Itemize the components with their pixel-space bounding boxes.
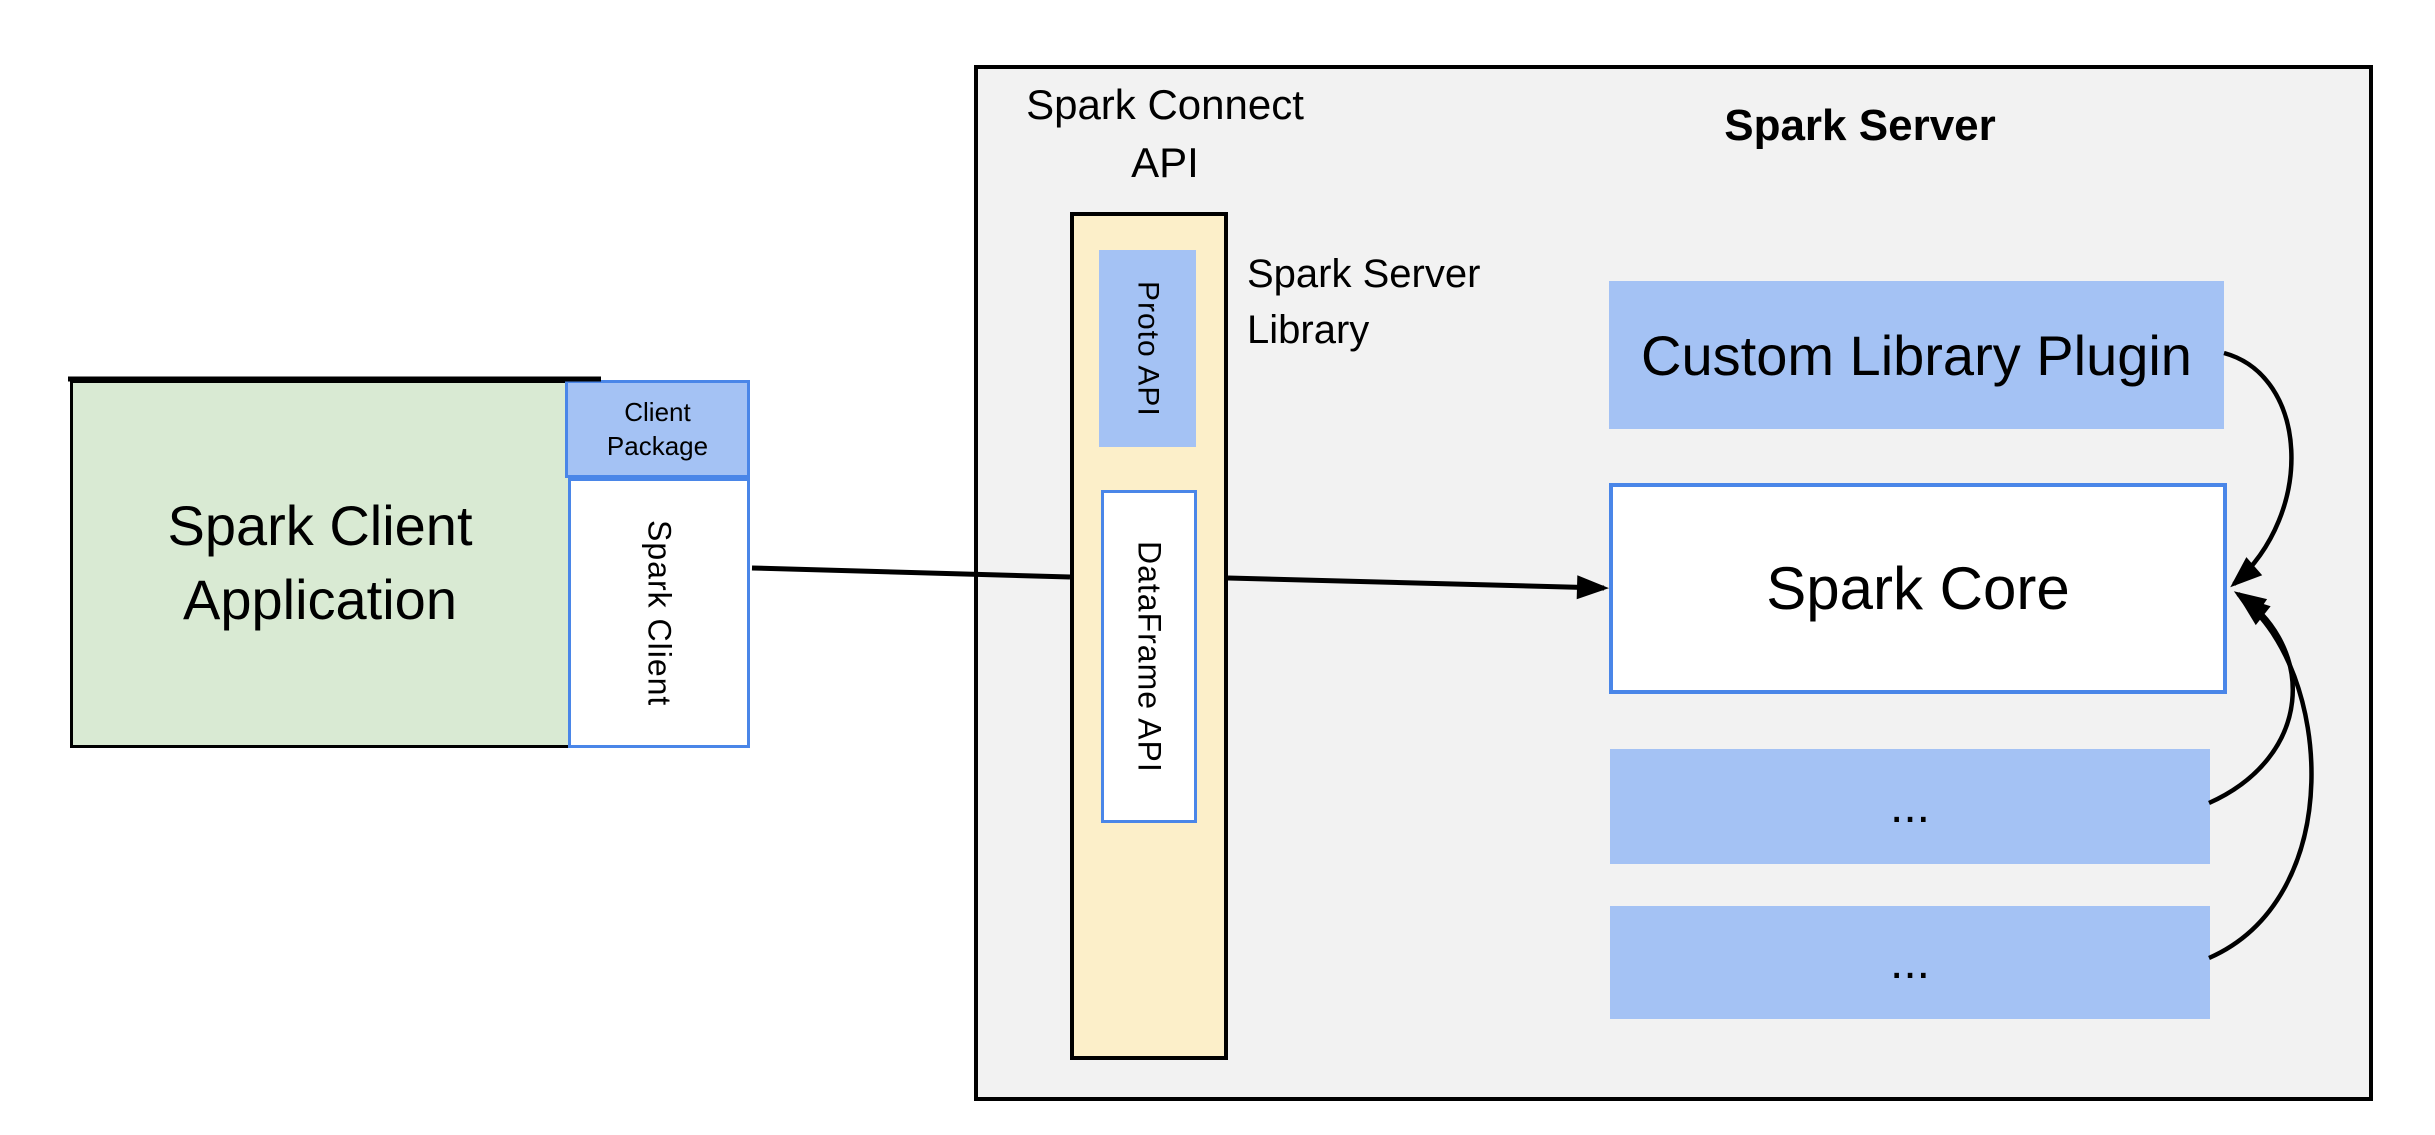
- plugin-placeholder-row-1-label: ...: [1889, 780, 1930, 833]
- spark-connect-api-title: Spark Connect API: [975, 76, 1355, 192]
- client-package-box: Client Package: [565, 380, 750, 478]
- spark-core-box: Spark Core: [1609, 483, 2227, 694]
- custom-library-plugin-box: Custom Library Plugin: [1609, 281, 2224, 429]
- client-package-label-line1: Client: [624, 397, 691, 427]
- spark-client-box: Spark Client: [568, 478, 750, 748]
- spark-connect-api-title-line2: API: [1131, 139, 1199, 186]
- plugin-placeholder-row-2: ...: [1610, 906, 2210, 1019]
- plugin-placeholder-row-1: ...: [1610, 749, 2210, 864]
- spark-connect-api-title-line1: Spark Connect: [1026, 81, 1304, 128]
- spark-client-label: Spark Client: [641, 519, 678, 707]
- proto-api-label: Proto API: [1131, 280, 1165, 417]
- plugin-placeholder-row-2-label: ...: [1889, 936, 1930, 989]
- client-package-label-line2: Package: [606, 431, 709, 461]
- dataframe-api-box: DataFrame API: [1101, 490, 1197, 823]
- client-package-label: Client Package: [607, 395, 708, 463]
- spark-client-application-label-line1: Spark Client: [167, 494, 473, 557]
- custom-library-plugin-label: Custom Library Plugin: [1641, 323, 2192, 387]
- spark-server-library-label: Spark Server Library: [1247, 246, 1480, 358]
- dataframe-api-label: DataFrame API: [1131, 540, 1168, 773]
- spark-client-application-label-line2: Application: [183, 568, 457, 631]
- spark-server-title: Spark Server: [1724, 101, 1996, 150]
- proto-api-box: Proto API: [1099, 250, 1196, 447]
- spark-server-library-label-line1: Spark Server: [1247, 252, 1481, 296]
- spark-client-application-box: [70, 380, 599, 748]
- spark-client-application-label: Spark Client Application: [60, 489, 580, 637]
- spark-server-library-label-line2: Library: [1247, 308, 1370, 352]
- spark-core-label: Spark Core: [1766, 555, 2070, 622]
